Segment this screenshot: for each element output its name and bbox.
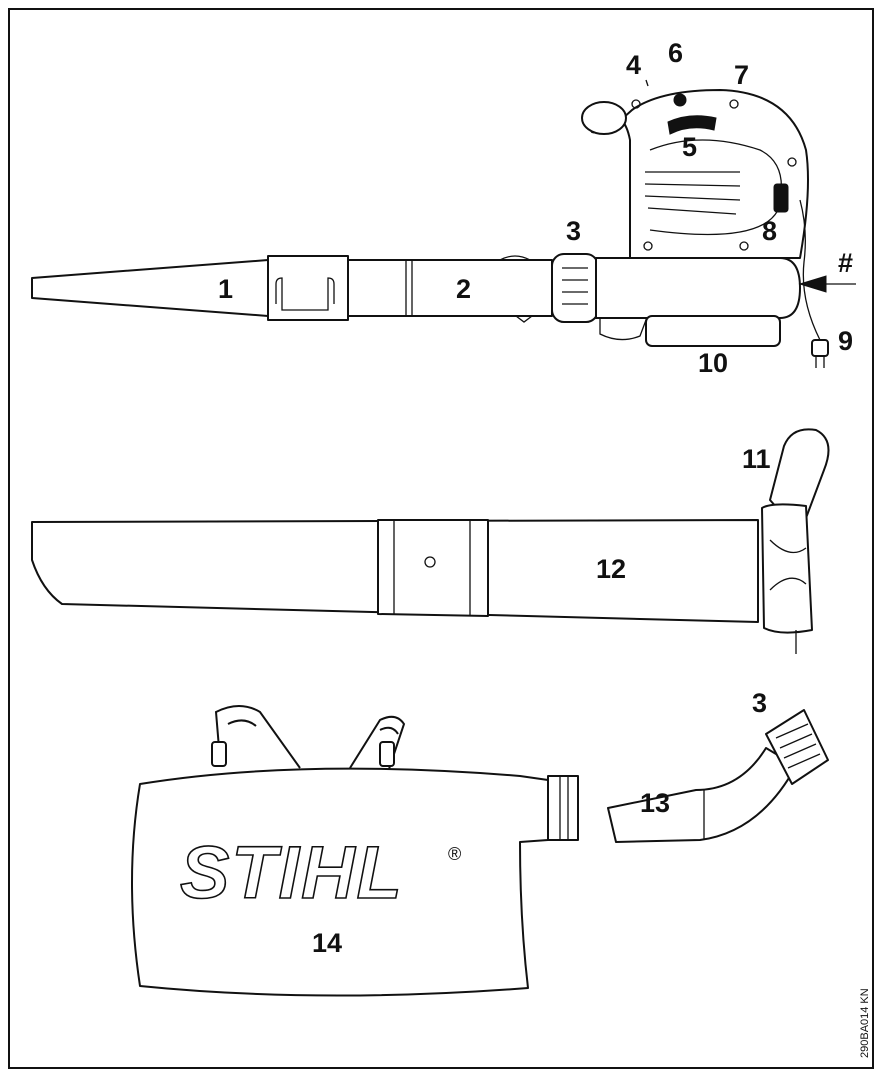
label-8: 8: [762, 216, 777, 246]
suction-assembly: [31, 428, 830, 654]
on-off-switch: [667, 115, 717, 135]
power-cord: [799, 199, 821, 341]
bag-inlet: [547, 775, 579, 841]
intake-cover: [645, 315, 781, 347]
label-3-elbow: 3: [752, 688, 767, 718]
label-14: 14: [312, 928, 342, 958]
cord-retainer: [773, 183, 789, 213]
direction-arrow: [798, 275, 827, 293]
lock-button: [673, 93, 687, 107]
bag-body: [131, 767, 549, 997]
blower-tube: [347, 259, 553, 317]
figure-frame: [8, 8, 874, 1069]
elbow-pipe: [607, 747, 797, 843]
label-10: 10: [698, 348, 728, 378]
label-6: 6: [668, 38, 683, 68]
suction-elbow: [607, 709, 829, 843]
union-nut: [551, 253, 599, 323]
label-7: 7: [734, 60, 749, 90]
label-13: 13: [640, 788, 670, 818]
collection-bag: [131, 705, 579, 997]
label-hash: #: [838, 248, 853, 278]
front-grip-knob: [581, 101, 627, 135]
label-3: 3: [566, 216, 581, 246]
blower-unit: [31, 79, 856, 368]
blower-housing-base: [595, 257, 801, 319]
plug: [811, 339, 829, 357]
elbow-nut: [765, 709, 829, 785]
shoulder-strap: [214, 705, 301, 769]
stihl-logo: STIHL: [180, 831, 404, 914]
label-5: 5: [682, 132, 697, 162]
tube-sleeve: [377, 519, 489, 617]
tube-end-collar: [761, 503, 813, 634]
label-4: 4: [626, 50, 641, 80]
figure-code: 290BA014 KN: [859, 988, 871, 1058]
label-11: 11: [742, 444, 771, 474]
registered-mark: ®: [448, 844, 461, 864]
label-9: 9: [838, 326, 853, 356]
label-1: 1: [218, 274, 233, 304]
label-2: 2: [456, 274, 471, 304]
label-12: 12: [596, 554, 626, 584]
